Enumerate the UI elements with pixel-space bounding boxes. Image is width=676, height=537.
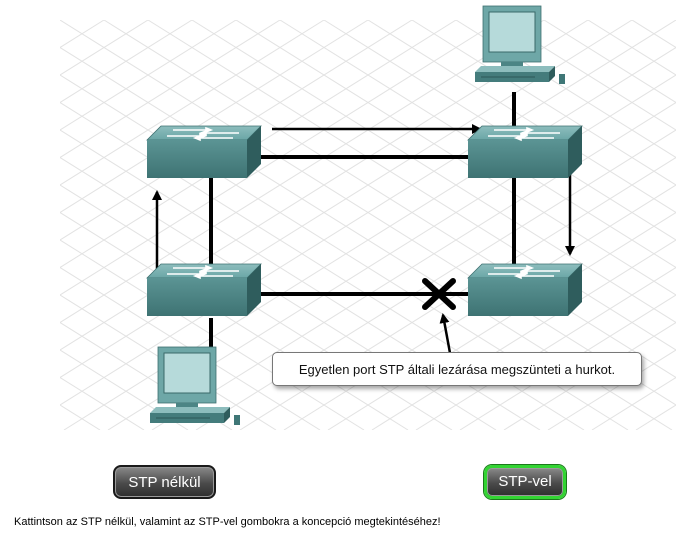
traffic-arrows xyxy=(152,124,575,354)
switch-top-right xyxy=(467,125,583,179)
arrow-to-block xyxy=(439,313,452,354)
switch-bottom-left xyxy=(146,263,262,317)
blocked-port-icon xyxy=(422,278,456,310)
switch-top-left xyxy=(146,125,262,179)
with-stp-button[interactable]: STP-vel xyxy=(484,465,566,499)
callout-blocked-port: Egyetlen port STP általi lezárása megszü… xyxy=(272,352,642,386)
pc-top-right xyxy=(474,5,566,85)
instruction-text: Kattintson az STP nélkül, valamint az ST… xyxy=(14,516,441,528)
pc-bottom-left xyxy=(149,346,241,426)
without-stp-button[interactable]: STP nélkül xyxy=(113,465,216,499)
switch-bottom-right xyxy=(467,263,583,317)
